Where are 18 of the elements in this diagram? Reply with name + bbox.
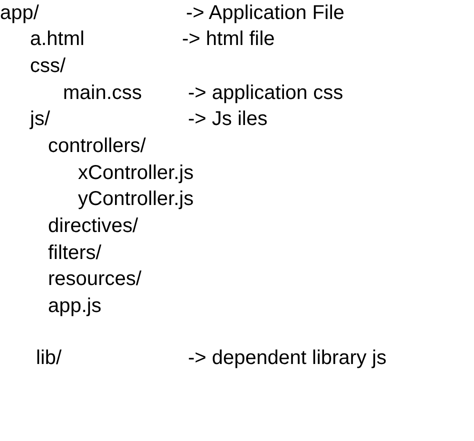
description-text: -> application css: [188, 82, 344, 104]
file-name: yController.js: [78, 188, 194, 210]
file-name: xController.js: [78, 162, 194, 184]
file-name: app.js: [48, 295, 102, 317]
description-text: -> dependent library js: [188, 347, 386, 369]
folder-name: controllers/: [48, 135, 146, 157]
folder-name: app/: [0, 2, 39, 24]
file-name: a.html: [30, 28, 84, 50]
folder-name: filters/: [48, 242, 102, 264]
description-text: -> Js iles: [188, 108, 268, 130]
folder-name: css/: [30, 55, 66, 77]
folder-name: js/: [30, 108, 50, 130]
folder-name: directives/: [48, 215, 138, 237]
folder-name: lib/: [36, 347, 62, 369]
folder-name: resources/: [48, 268, 142, 290]
description-text: -> html file: [182, 28, 275, 50]
description-text: -> Application File: [186, 2, 344, 24]
file-name: main.css: [63, 82, 142, 104]
